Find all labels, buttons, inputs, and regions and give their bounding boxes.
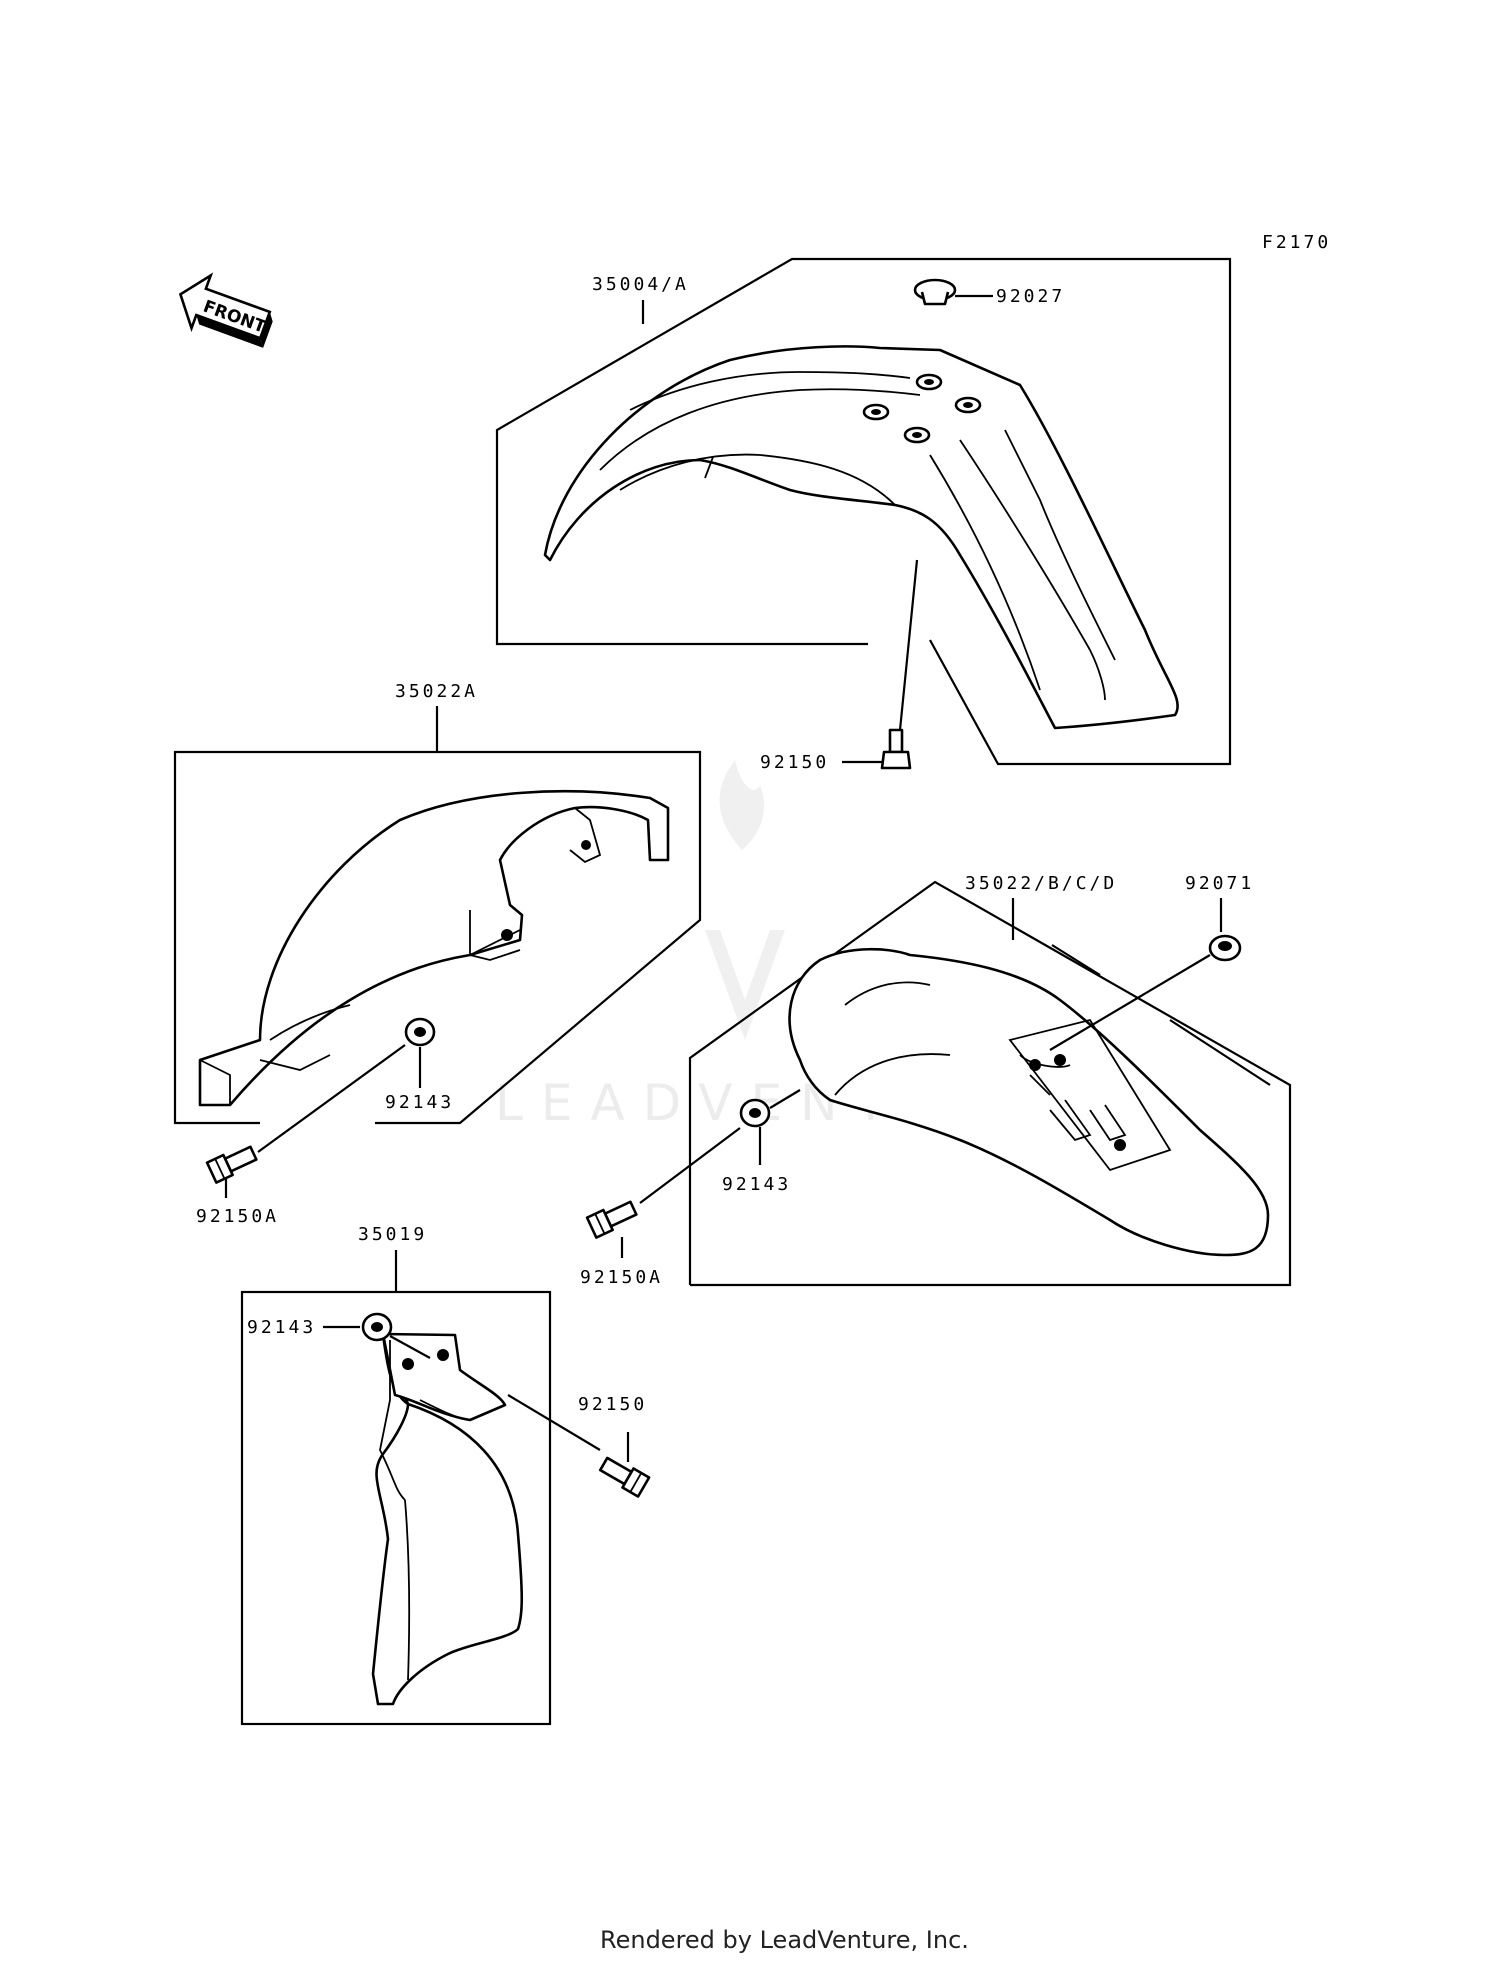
washer-92143-b xyxy=(739,1098,771,1128)
rear-fender-a-group: 35022A 92143 92150A xyxy=(173,681,702,1227)
rear-fender-bcd-group: 35022/B/C/D 92071 92143 xyxy=(580,873,1292,1288)
label-92150a-right: 92150A xyxy=(580,1267,663,1288)
label-92150a-left: 92150A xyxy=(196,1206,279,1227)
bolt-92150a-left xyxy=(205,1145,258,1184)
label-92150-bottom: 92150 xyxy=(578,1394,647,1415)
footer-credit: Rendered by LeadVenture, Inc. xyxy=(600,1926,969,1954)
label-92143-a: 92143 xyxy=(385,1092,454,1113)
label-35019: 35019 xyxy=(358,1224,427,1245)
mud-flap xyxy=(371,1332,524,1706)
label-92143-c: 92143 xyxy=(247,1317,316,1338)
grommet-92027 xyxy=(913,278,993,306)
grommet-92071 xyxy=(1208,934,1242,962)
label-35022a: 35022A xyxy=(395,681,478,702)
watermark-logo xyxy=(705,760,785,1040)
front-fender xyxy=(543,345,1179,730)
front-arrow-icon: FRONT xyxy=(178,272,273,348)
mud-flap-group: 35019 92143 92150 xyxy=(240,1224,651,1726)
label-92027: 92027 xyxy=(996,286,1065,307)
front-fender-group: 92027 35004/A 92150 xyxy=(495,257,1232,773)
bolt-92150 xyxy=(880,728,912,770)
diagram-code: F2170 xyxy=(1262,232,1331,253)
label-92071: 92071 xyxy=(1185,873,1254,894)
rear-fender-a xyxy=(198,789,670,1107)
rear-fender-bcd xyxy=(788,947,1270,1257)
washer-92143-c xyxy=(361,1312,393,1342)
bolt-92150-bottom xyxy=(598,1456,651,1498)
label-92143-b: 92143 xyxy=(722,1174,791,1195)
label-92150-top: 92150 xyxy=(760,752,829,773)
mount-holes xyxy=(862,373,982,444)
label-35004-a: 35004/A xyxy=(592,274,689,295)
label-35022-bcd: 35022/B/C/D xyxy=(965,873,1117,894)
washer-92143-a xyxy=(404,1017,436,1047)
bolt-92150a-right xyxy=(585,1200,638,1239)
